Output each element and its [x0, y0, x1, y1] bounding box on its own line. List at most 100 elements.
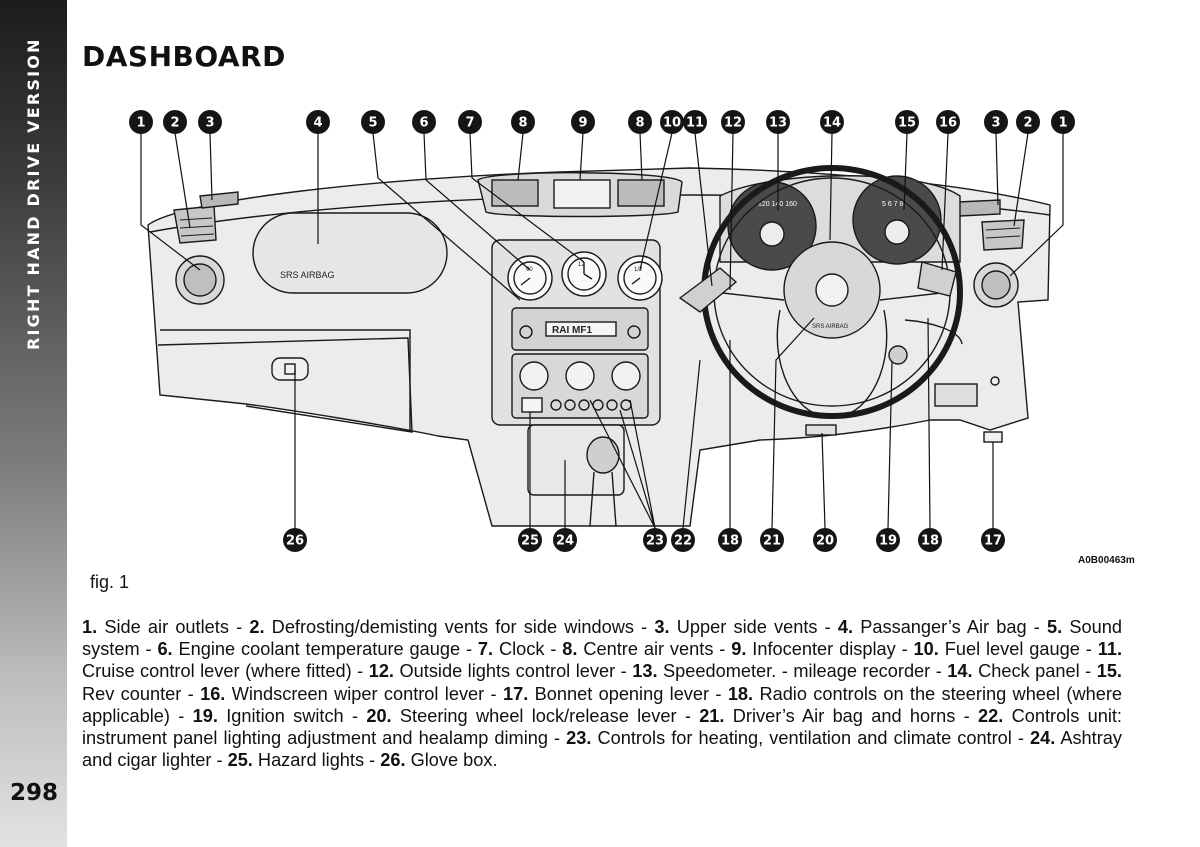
legend-item-text: Passanger’s Air bag -	[853, 617, 1048, 637]
svg-text:1/2: 1/2	[634, 267, 643, 273]
legend-item-number: 25.	[227, 750, 253, 771]
top-callout-marker	[683, 110, 707, 134]
top-callout-number: 4	[313, 116, 322, 131]
top-callout-number: 2	[1023, 116, 1032, 131]
svg-text:12: 12	[578, 262, 585, 268]
top-callout-marker	[984, 110, 1008, 134]
leader-lines	[140, 132, 1064, 529]
glove-box-handle	[271, 357, 309, 381]
legend-item-text: Speedometer. - mileage recorder -	[657, 661, 948, 682]
airbag-label: SRS AIRBAG	[280, 270, 335, 280]
legend-item-number: 22.	[978, 705, 1004, 726]
top-callout-number: 15	[898, 116, 916, 131]
legend-item-number: 4.	[837, 617, 854, 637]
legend-item-number: 8.	[562, 639, 578, 660]
legend-item-text: Ignition switch -	[217, 705, 367, 726]
ignition-switch	[888, 345, 908, 365]
page-number: 298	[10, 780, 59, 806]
top-callout-marker	[766, 110, 790, 134]
centre-air-vent-left	[491, 179, 539, 207]
legend-item-number: 5.	[1047, 617, 1063, 637]
legend-item-number: 3.	[654, 617, 670, 637]
legend-item-text: Windscreen wiper control lever -	[225, 683, 503, 704]
top-callout-marker	[1051, 110, 1075, 134]
bottom-callout-marker	[718, 528, 742, 552]
top-callout-marker	[660, 110, 684, 134]
legend-item-number: 11.	[1097, 639, 1122, 660]
top-callout-number: 8	[518, 116, 527, 131]
legend-item-text: Driver’s Air bag and horns -	[724, 705, 978, 726]
top-callout-marker	[458, 110, 482, 134]
centre-air-vent-right	[617, 179, 665, 207]
bottom-callout-marker	[876, 528, 900, 552]
legend-item-number: 15.	[1096, 661, 1122, 682]
top-callout-number: 13	[769, 116, 787, 131]
legend-item-text: Fuel level gauge -	[938, 639, 1098, 660]
bottom-callout-number: 18	[921, 534, 939, 549]
legend-item-number: 7.	[477, 639, 494, 660]
legend-item-text: Ashtray and cigar lighter -	[82, 728, 1122, 771]
hazard-lights-button	[521, 397, 543, 413]
legend-item-number: 6.	[157, 639, 173, 660]
legend-item-text: Defrosting/demisting vents for side wind…	[264, 617, 655, 637]
figure-caption: fig. 1	[90, 572, 130, 592]
top-callout-number: 14	[823, 116, 841, 131]
top-callout-number: 2	[170, 116, 179, 131]
top-callout-number: 7	[465, 116, 474, 131]
bonnet-lever	[983, 431, 1003, 443]
top-callout-number: 3	[205, 116, 214, 131]
top-callout-number: 10	[663, 116, 681, 131]
bottom-callout-number: 21	[763, 534, 781, 549]
legend-item-text: Infocenter display -	[746, 639, 914, 660]
top-callout-number: 6	[419, 116, 428, 131]
figure-code: A0B00463m	[1078, 555, 1135, 566]
legend-item-text: Controls unit: instrument panel lighting…	[82, 705, 1122, 749]
top-callout-marker	[1016, 110, 1040, 134]
bottom-callout-number: 18	[721, 534, 739, 549]
legend-item-text: Bonnet opening lever -	[528, 683, 728, 704]
top-callout-marker	[511, 110, 535, 134]
legend-item-text: Sound system -	[82, 617, 1122, 660]
legend-item-text: Side air outlets -	[97, 617, 250, 637]
top-callout-number: 16	[939, 116, 957, 131]
top-callout-marker	[628, 110, 652, 134]
bottom-callout-marker	[813, 528, 837, 552]
top-callout-marker	[721, 110, 745, 134]
wiper-stalk	[917, 261, 957, 297]
infocenter-display	[553, 179, 611, 209]
gear-knob	[586, 436, 620, 474]
legend-item-text: Steering wheel lock/release lever -	[391, 705, 700, 726]
sidebar: RIGHT HAND DRIVE VERSION 298	[0, 0, 67, 847]
legend-item-number: 17.	[502, 683, 529, 704]
top-callout-number: 8	[635, 116, 644, 131]
radio-label: RAI MF1	[552, 325, 592, 336]
bottom-callout-number: 25	[521, 534, 539, 549]
legend-item-number: 2.	[249, 617, 265, 637]
top-callout-number: 9	[578, 116, 587, 131]
left-upper-vent	[199, 191, 239, 209]
top-callout-number: 3	[991, 116, 1000, 131]
light-stalk	[678, 267, 738, 313]
bottom-callout-number: 20	[816, 534, 834, 549]
top-callout-number: 12	[724, 116, 742, 131]
legend-item-text: Outside lights control lever -	[394, 661, 633, 682]
bottom-callout-marker	[553, 528, 577, 552]
legend-item-text: Rev counter -	[82, 683, 201, 704]
legend-item-number: 18.	[727, 683, 754, 704]
right-upper-vent	[957, 199, 1001, 217]
bottom-callout-marker	[918, 528, 942, 552]
svg-text:5 6 7 8: 5 6 7 8	[882, 201, 904, 208]
legend-item-text: Check panel -	[972, 661, 1097, 682]
legend-item-number: 24.	[1029, 728, 1056, 749]
legend-item-text: Hazard lights -	[252, 750, 381, 771]
legend-item-number: 26.	[380, 750, 406, 771]
bottom-callout-number: 17	[984, 534, 1002, 549]
left-defrost-vent	[173, 205, 217, 244]
legend: 1. Side air outlets - 2. Defrosting/demi…	[82, 616, 1122, 771]
bottom-callout-number: 19	[879, 534, 897, 549]
top-callout-marker	[412, 110, 436, 134]
legend-item-text: Upper side vents -	[669, 617, 838, 637]
legend-item-text: Centre air vents -	[577, 639, 732, 660]
legend-item-number: 23.	[566, 728, 592, 749]
top-callout-number: 11	[686, 116, 704, 131]
